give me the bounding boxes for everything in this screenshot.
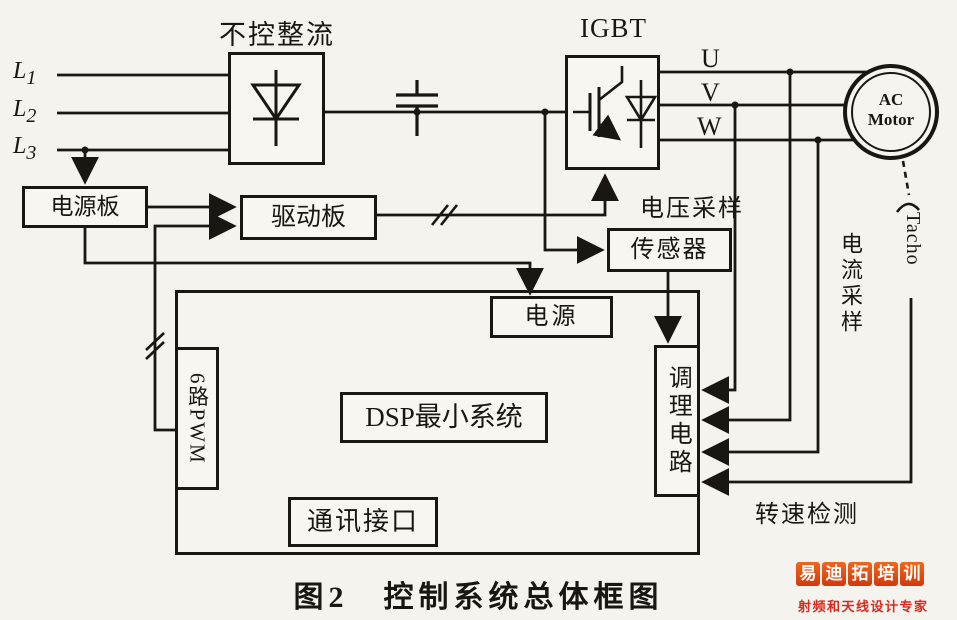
motor-label: AC Motor bbox=[849, 90, 933, 130]
watermark-tagline: 射频和天线设计专家 bbox=[798, 599, 929, 614]
rectifier-title: 不控整流 bbox=[219, 20, 335, 50]
figure-caption: 图2 控制系统总体框图 bbox=[293, 581, 664, 614]
rectifier-box bbox=[228, 52, 325, 165]
phase-label-l1: L1 bbox=[13, 58, 36, 90]
power-supply-label: 电源 bbox=[524, 303, 579, 330]
watermark-char-3: 拓 bbox=[848, 562, 872, 586]
phase-label-l2: L2 bbox=[13, 96, 36, 128]
power-board-box: 电源板 bbox=[22, 186, 148, 228]
conditioning-label: 调理电路 bbox=[664, 365, 691, 477]
capacitor-icon bbox=[396, 80, 438, 136]
speed-detection-label: 转速检测 bbox=[755, 502, 859, 528]
wire-tacho-to-conditioning bbox=[701, 298, 913, 496]
watermark-logo: 易 迪 拓 培 训 bbox=[796, 562, 924, 586]
watermark-char-4: 培 bbox=[874, 562, 898, 586]
phase-l1-base: L bbox=[13, 58, 27, 84]
igbt-box bbox=[565, 55, 660, 170]
tacho-label: Tacho bbox=[902, 212, 924, 266]
tacho-link-icon bbox=[895, 160, 920, 213]
output-label-v: V bbox=[701, 78, 720, 107]
sensor-label: 传感器 bbox=[630, 236, 709, 263]
voltage-sampling-label: 电压采样 bbox=[640, 196, 744, 222]
wire-w-sample bbox=[701, 140, 820, 466]
comm-interface-label: 通讯接口 bbox=[306, 506, 419, 536]
phase-l3-base: L bbox=[13, 133, 27, 159]
motor-label-line1: AC bbox=[878, 90, 904, 109]
output-label-u: U bbox=[701, 44, 720, 73]
conditioning-box: 调理电路 bbox=[654, 345, 700, 497]
watermark-char-5: 训 bbox=[900, 562, 924, 586]
wire-driver-to-igbt bbox=[377, 173, 619, 217]
power-supply-box: 电源 bbox=[490, 296, 613, 338]
phase-l1-sub: 1 bbox=[26, 66, 37, 89]
igbt-title: IGBT bbox=[580, 13, 647, 43]
phase-l2-sub: 2 bbox=[26, 104, 37, 127]
watermark-char-1: 易 bbox=[796, 562, 820, 586]
dsp-box: DSP最小系统 bbox=[340, 392, 548, 443]
driver-board-label: 驱动板 bbox=[270, 203, 346, 231]
output-label-w: W bbox=[697, 112, 722, 141]
dsp-label: DSP最小系统 bbox=[365, 401, 523, 432]
phase-l2-base: L bbox=[13, 96, 27, 122]
phase-label-l3: L3 bbox=[13, 133, 36, 165]
pwm-label: 6路PWM bbox=[185, 372, 210, 465]
sensor-box: 传感器 bbox=[607, 228, 732, 272]
driver-board-box: 驱动板 bbox=[240, 195, 377, 240]
pwm-box: 6路PWM bbox=[175, 347, 219, 490]
motor-label-line2: Motor bbox=[867, 110, 915, 129]
power-board-label: 电源板 bbox=[50, 194, 120, 220]
current-sampling-label: 电流采样 bbox=[838, 232, 863, 336]
comm-interface-box: 通讯接口 bbox=[288, 497, 438, 547]
watermark-char-2: 迪 bbox=[822, 562, 846, 586]
phase-l3-sub: 3 bbox=[26, 141, 37, 164]
